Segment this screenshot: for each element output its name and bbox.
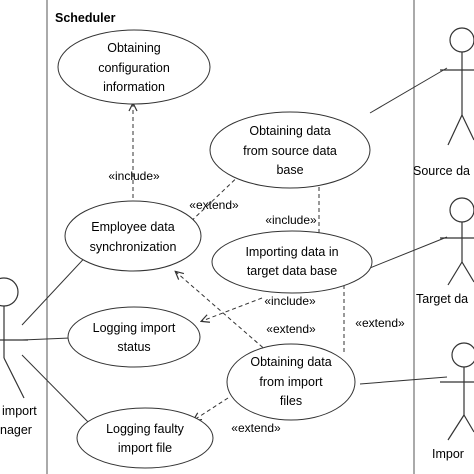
system-boundary: [46, 0, 415, 474]
actor-import-files: [440, 342, 474, 441]
extend-label-3: «extend»: [355, 316, 405, 330]
use-case-importing-target: Importing data in target data base: [211, 230, 373, 294]
actor-import-manager: [0, 277, 28, 399]
use-case-obtaining-import: Obtaining data from import files: [226, 343, 356, 421]
svg-text:base: base: [276, 163, 303, 177]
svg-text:Importing data in: Importing data in: [245, 245, 338, 259]
svg-text:Obtaining data: Obtaining data: [250, 355, 331, 369]
svg-text:files: files: [280, 394, 302, 408]
extend-label-2: «extend»: [266, 322, 316, 336]
svg-text:Obtaining data: Obtaining data: [249, 124, 330, 138]
extend-arrow-sync-2: [176, 272, 269, 353]
svg-text:Obtaining: Obtaining: [107, 41, 161, 55]
extend-arrow-sync: [184, 169, 246, 228]
extend-label-1: «extend»: [189, 198, 239, 212]
actor-target-label: Target da: [416, 292, 468, 306]
include-label-2: «include»: [265, 213, 317, 227]
svg-text:from source data: from source data: [243, 144, 337, 158]
svg-text:information: information: [103, 80, 165, 94]
use-case-obtaining-source-data: Obtaining data from source data base: [209, 111, 371, 189]
svg-text:Logging import: Logging import: [93, 321, 176, 335]
use-case-logging-faulty: Logging faulty import file: [76, 407, 214, 469]
actor-import-label: Impor: [432, 447, 464, 461]
extend-arrow-faulty: [194, 397, 229, 420]
dependencies: [133, 104, 344, 420]
svg-text:target data base: target data base: [247, 264, 337, 278]
svg-text:Employee data: Employee data: [91, 220, 174, 234]
use-case-employee-sync: Employee data synchronization: [64, 200, 202, 272]
svg-text:Logging faulty: Logging faulty: [106, 422, 185, 436]
system-title: Scheduler: [55, 11, 116, 25]
include-label-3: «include»: [264, 294, 316, 308]
actor-manager-label-2: nager: [0, 423, 32, 437]
svg-text:configuration: configuration: [98, 61, 170, 75]
svg-text:import file: import file: [118, 441, 172, 455]
svg-text:status: status: [117, 340, 150, 354]
include-label-1: «include»: [108, 169, 160, 183]
include-arrow-status: [202, 297, 263, 321]
svg-text:from import: from import: [259, 375, 323, 389]
actor-manager-label-1: import: [2, 404, 37, 418]
use-case-logging-status: Logging import status: [67, 306, 201, 368]
extend-label-4: «extend»: [231, 421, 281, 435]
actor-source-label: Source da: [413, 164, 470, 178]
actor-target-database: [440, 197, 474, 286]
use-case-obtaining-configuration: Obtaining configuration information: [57, 29, 211, 105]
actor-source-database: [440, 27, 474, 146]
svg-text:synchronization: synchronization: [90, 240, 177, 254]
